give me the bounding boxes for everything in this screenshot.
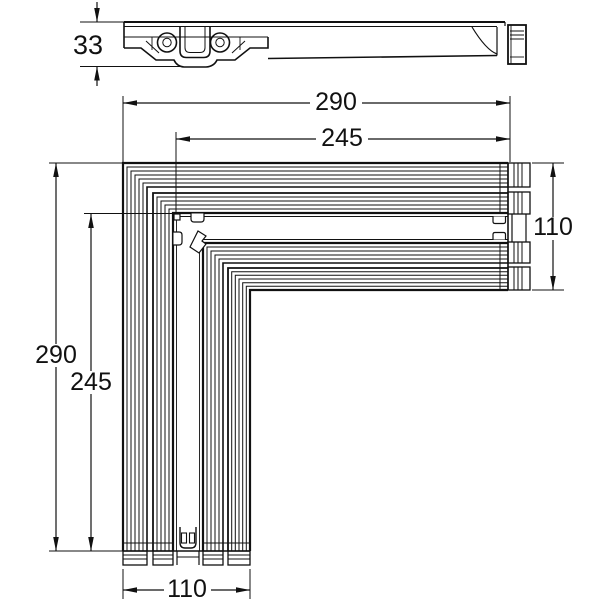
profile-rib-line <box>160 200 508 551</box>
plan-view: 290 245 290 245 <box>30 88 577 600</box>
profile-rib-line <box>164 204 508 551</box>
dimension-245-top: 245 <box>175 124 510 213</box>
dim-label-290-left: 290 <box>35 341 77 369</box>
dim-label-33: 33 <box>73 30 103 60</box>
section-dimension-33: 33 <box>73 2 182 86</box>
profile-rib-line <box>238 278 508 551</box>
profile-ends <box>123 163 509 552</box>
profile-rib-line <box>138 178 508 551</box>
profile-rib-line <box>218 258 508 551</box>
profile-rib-line <box>142 182 508 551</box>
profile-rib-line <box>206 246 508 551</box>
section-view: 33 <box>73 2 527 86</box>
profile-rib-line <box>168 208 508 551</box>
dim-label-245-left: 245 <box>70 368 112 396</box>
profile-rib-line <box>227 267 508 551</box>
end-cap-right <box>507 162 531 291</box>
profile-rib-line <box>222 262 508 551</box>
screw-boss-left <box>156 32 178 53</box>
section-profile <box>80 21 506 68</box>
dimension-110-bottom: 110 <box>122 569 251 600</box>
profile-rib-line <box>130 170 508 551</box>
profile-rib-line <box>242 282 508 551</box>
dim-label-110-right: 110 <box>533 213 573 241</box>
profile-rib-line <box>176 216 508 551</box>
end-clips-right <box>492 216 507 240</box>
dimension-245-left: 245 <box>65 213 173 551</box>
dimension-110-right: 110 <box>530 162 577 291</box>
dim-label-245-top: 245 <box>321 124 363 152</box>
profile-rib-line <box>231 271 508 551</box>
profile-rib-line <box>234 274 508 551</box>
profile-rib-line <box>245 285 508 551</box>
dim-label-290-top: 290 <box>315 88 357 116</box>
corner-profile-ribs <box>121 161 508 551</box>
end-clips-bottom <box>179 527 197 549</box>
dim-label-110-bottom: 110 <box>167 575 207 600</box>
dimension-290-top: 290 <box>122 88 511 162</box>
corner-connector-clips <box>173 213 207 254</box>
screw-boss-right <box>209 32 231 53</box>
profile-rib-line <box>126 166 508 551</box>
profile-rib-line <box>248 288 508 551</box>
profile-rib-line <box>210 250 508 551</box>
dimension-290-left: 290 <box>30 162 123 552</box>
section-end-cap <box>507 24 527 65</box>
profile-rib-line <box>214 254 508 551</box>
profile-rib-line <box>152 192 508 551</box>
profile-rib-line <box>134 174 508 551</box>
end-cap-bottom <box>122 550 251 566</box>
profile-rib-line <box>121 161 508 551</box>
profile-rib-line <box>156 196 508 551</box>
profile-rib-line <box>146 186 508 551</box>
